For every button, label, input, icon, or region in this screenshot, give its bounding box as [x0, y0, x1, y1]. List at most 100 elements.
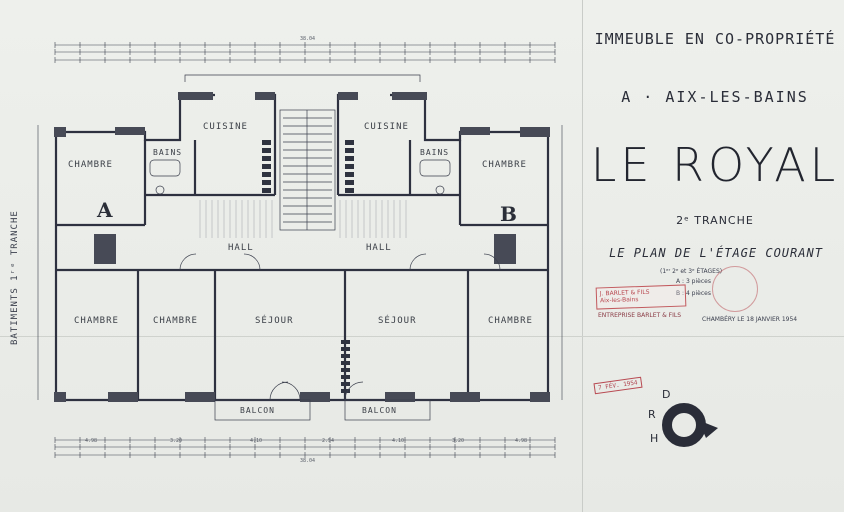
dimension-segment: 2.54: [322, 438, 335, 444]
room-label-balcon: BALCON: [240, 406, 275, 415]
wall-pier: [300, 392, 330, 402]
door-swing: [483, 253, 501, 271]
apartment-letter-b: B: [500, 202, 517, 226]
bathtub: [419, 159, 451, 177]
room-label-hall: HALL: [228, 243, 254, 253]
title-line-1: IMMEUBLE EN CO-PROPRIÉTÉ: [594, 30, 836, 48]
wall-pier: [178, 92, 213, 100]
title-line-2: A · AIX-LES-BAINS: [621, 88, 809, 106]
plan-title: LE PLAN DE L'ÉTAGE COURANT: [609, 246, 823, 260]
dimension-overall-bottom: 38.04: [300, 458, 316, 464]
wall-pier: [54, 127, 66, 137]
stairwell: [279, 109, 336, 231]
door-swing: [344, 381, 364, 401]
kitchen-unit: [262, 188, 271, 193]
chimney-block: [494, 234, 516, 264]
radiator: [341, 361, 350, 365]
dimension-segment: 4.10: [250, 438, 263, 444]
washbasin: [435, 185, 445, 195]
wall-pier: [392, 92, 427, 100]
kitchen-unit: [262, 164, 271, 169]
floors-note: (1ᵉʳ 2ᵉ et 3ᵉ ÉTAGES): [660, 268, 723, 275]
wall-pier: [460, 127, 490, 135]
room-label-balcon: BALCON: [362, 406, 397, 415]
wall-pier: [108, 392, 138, 402]
radiator: [341, 382, 350, 386]
radiator: [341, 354, 350, 358]
kitchen-unit: [345, 140, 354, 145]
kitchen-unit: [262, 172, 271, 177]
kitchen-unit: [345, 180, 354, 185]
hrd-logo-icon: H R D: [648, 388, 718, 447]
room-label-chambre: CHAMBRE: [68, 160, 113, 170]
room-label-cuisine: CUISINE: [364, 122, 409, 132]
door-swing: [243, 253, 261, 271]
room-label-bains: BAINS: [420, 148, 450, 157]
wall-pier: [520, 127, 550, 137]
kitchen-unit: [262, 180, 271, 185]
kitchen-unit: [345, 172, 354, 177]
room-label-chambre: CHAMBRE: [482, 160, 527, 170]
dimension-segment: 3.20: [170, 438, 183, 444]
apartment-b-note: B : 4 pièces: [676, 290, 711, 297]
dimension-segment: 3.20: [452, 438, 465, 444]
wall-pier: [115, 127, 145, 135]
logo-letter: D: [662, 388, 670, 401]
radiator: [341, 340, 350, 344]
room-label-chambre: CHAMBRE: [153, 316, 198, 326]
wall-outline-b: [336, 93, 345, 195]
door-swing: [409, 253, 427, 271]
room-label-cuisine: CUISINE: [203, 122, 248, 132]
round-stamp: [712, 266, 758, 312]
radiator: [341, 375, 350, 379]
wall-pier: [450, 392, 480, 402]
room-label-chambre: CHAMBRE: [488, 316, 533, 326]
door-swing: [269, 381, 289, 401]
terrace-outline: [184, 74, 421, 82]
stamp-line: Aix-les-Bains: [599, 296, 639, 305]
radiator: [341, 389, 350, 393]
door-swing: [179, 253, 197, 271]
kitchen-unit: [262, 156, 271, 161]
dimension-segment: 4.98: [85, 438, 98, 444]
wall-pier: [185, 392, 215, 402]
kitchen-unit: [262, 140, 271, 145]
wall-pier: [54, 392, 66, 402]
logo-letter: H: [650, 432, 658, 445]
washbasin: [155, 185, 165, 195]
architect-stamp: J. BARLET & FILS Aix-les-Bains: [595, 284, 687, 310]
chimney-block: [94, 234, 116, 264]
balcony-outline: [214, 399, 311, 421]
radiator: [341, 347, 350, 351]
bathtub: [149, 159, 181, 177]
kitchen-unit: [345, 148, 354, 153]
main-title: LE ROYAL: [590, 138, 840, 192]
tranche-label: 2ᵉ TRANCHE: [676, 214, 754, 227]
door-swing: [281, 381, 301, 401]
fold-line: [0, 336, 844, 337]
dimension-segment: 4.98: [515, 438, 528, 444]
room-label-bains: BAINS: [153, 148, 183, 157]
apartment-a-note: A : 3 pièces: [676, 278, 711, 285]
room-label-chambre: CHAMBRE: [74, 316, 119, 326]
balcony-outline: [344, 399, 431, 421]
city-date: CHAMBÉRY LE 18 JANVIER 1954: [702, 316, 798, 323]
room-label-sejour: SÉJOUR: [255, 316, 294, 326]
dimension-segment: 4.10: [392, 438, 405, 444]
kitchen-unit: [345, 164, 354, 169]
wall-pier: [255, 92, 275, 100]
room-label-hall: HALL: [366, 243, 392, 253]
contractor-stamp: ENTREPRISE BARLET & FILS: [598, 312, 682, 319]
side-label: BATIMENTS 1ʳᵉ TRANCHE: [10, 210, 20, 345]
wall-outline-b: [320, 132, 550, 402]
kitchen-unit: [345, 188, 354, 193]
wall-pier: [338, 92, 358, 100]
fold-line: [582, 0, 583, 512]
dimension-overall-top: 38.04: [300, 36, 316, 42]
kitchen-unit: [262, 148, 271, 153]
logo-letter: R: [648, 408, 656, 421]
apartment-letter-a: A: [97, 198, 113, 222]
wall-pier: [385, 392, 415, 402]
